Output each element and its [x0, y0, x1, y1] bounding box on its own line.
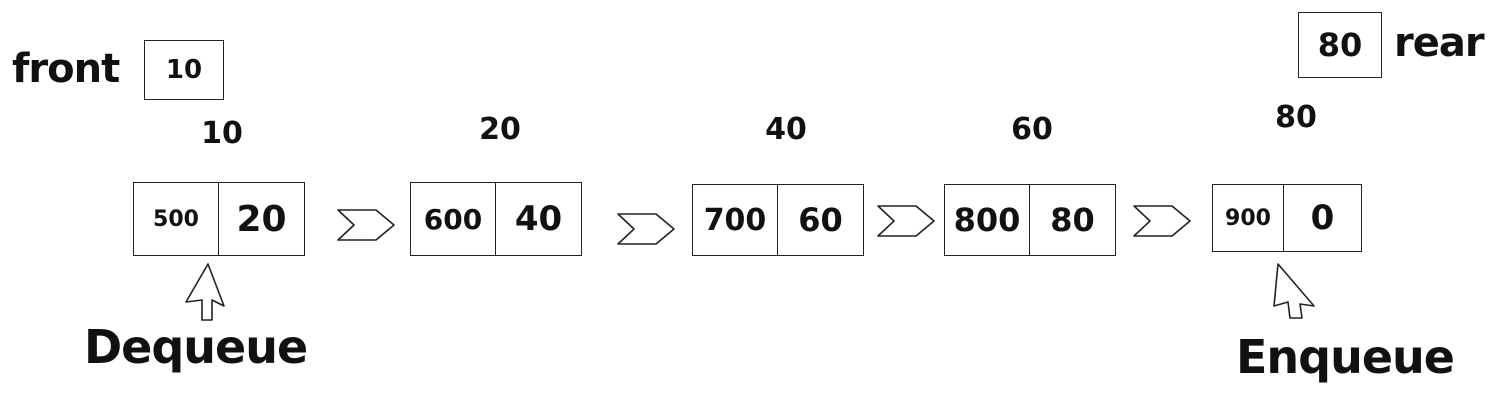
node-title-3: 40 [765, 112, 807, 147]
link-arrow-4-5 [1133, 205, 1191, 237]
rear-value-box: 80 [1298, 12, 1382, 78]
front-label: front [12, 46, 120, 92]
queue-node-4: 800 80 [944, 184, 1116, 256]
queue-node-2: 600 40 [410, 182, 582, 256]
node-3-address: 700 [693, 185, 778, 255]
node-title-2: 20 [479, 112, 521, 147]
link-arrow-2-3 [617, 213, 675, 245]
node-1-address: 500 [134, 183, 219, 255]
node-title-1: 10 [201, 116, 243, 151]
queue-node-1: 500 20 [133, 182, 305, 256]
front-value: 10 [165, 55, 203, 85]
node-5-next: 0 [1310, 198, 1335, 238]
dequeue-label: Dequeue [84, 320, 308, 374]
node-2-next: 40 [514, 199, 563, 239]
dequeue-pointer-arrow [185, 263, 225, 321]
node-title-4: 60 [1011, 112, 1053, 147]
enqueue-pointer-arrow [1273, 263, 1315, 319]
node-2-address: 600 [411, 183, 496, 255]
link-arrow-3-4 [877, 205, 935, 237]
node-5-address: 900 [1213, 185, 1284, 251]
queue-node-5: 900 0 [1212, 184, 1362, 252]
rear-label: rear [1394, 20, 1485, 66]
node-3-next: 60 [798, 201, 843, 239]
queue-node-3: 700 60 [692, 184, 864, 256]
node-1-next: 20 [236, 198, 287, 240]
enqueue-label: Enqueue [1236, 330, 1455, 384]
front-value-box: 10 [144, 40, 224, 100]
rear-value: 80 [1317, 26, 1363, 64]
node-4-next: 80 [1050, 201, 1095, 239]
node-4-address: 800 [945, 185, 1030, 255]
node-title-5: 80 [1275, 100, 1317, 135]
link-arrow-1-2 [337, 209, 395, 241]
